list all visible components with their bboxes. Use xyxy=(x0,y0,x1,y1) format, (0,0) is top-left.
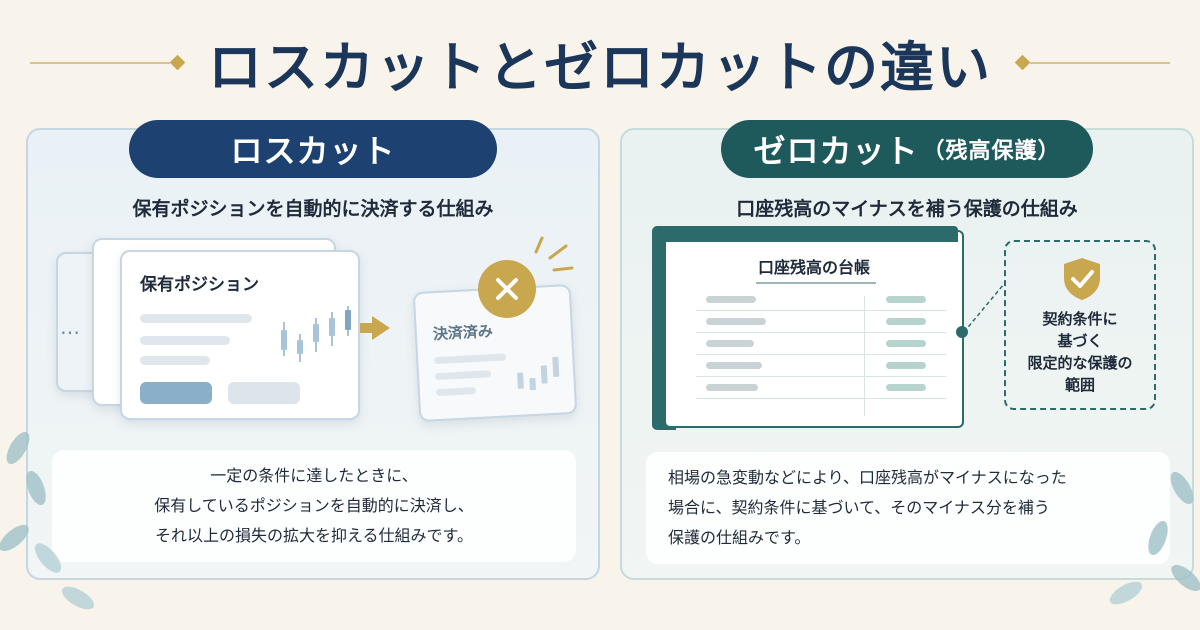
candle xyxy=(529,377,536,391)
zerocut-panel: ゼロカット （残高保護） 口座残高のマイナスを補う保護の仕組み 口座残高の台帳 xyxy=(620,120,1194,580)
ledger-row-line xyxy=(696,354,946,355)
ledger-cell xyxy=(886,362,926,369)
ellipsis-text: … xyxy=(60,315,80,339)
leaf-icon xyxy=(58,582,98,614)
diamond-ornament-left xyxy=(169,54,186,71)
description-line: 保護の仕組みです。 xyxy=(668,528,811,547)
ledger-cell xyxy=(706,296,756,303)
position-card-label: 保有ポジション xyxy=(140,275,259,295)
ledger-column-divider xyxy=(864,296,865,416)
ledger-row-line xyxy=(696,398,946,399)
burst-lines-icon xyxy=(534,236,574,272)
right-arrow-icon xyxy=(372,316,390,340)
ledger-cell xyxy=(706,362,762,369)
zerocut-subtitle: 口座残高のマイナスを補う保護の仕組み xyxy=(736,198,1078,220)
candle xyxy=(297,340,303,354)
close-icon xyxy=(478,260,536,318)
balance-ledger: 口座残高の台帳 xyxy=(658,226,964,428)
button-shape-primary xyxy=(140,382,212,404)
ledger-row-line xyxy=(696,332,946,333)
text-placeholder xyxy=(140,336,230,345)
candle xyxy=(281,330,287,350)
text-placeholder xyxy=(434,370,492,381)
candle xyxy=(552,356,560,377)
button-shape-secondary xyxy=(228,382,300,404)
zerocut-heading-main: ゼロカット xyxy=(753,132,919,170)
title-divider-right xyxy=(1030,62,1170,64)
candle xyxy=(313,324,319,342)
candle xyxy=(329,318,335,336)
zerocut-description: 相場の急変動などにより、口座残高がマイナスになった 場合に、契約条件に基づいて、… xyxy=(646,452,1170,564)
text-placeholder xyxy=(140,356,210,365)
callout-line: 限定的な保護の xyxy=(1027,354,1133,372)
losscut-subtitle: 保有ポジションを自動的に決済する仕組み xyxy=(132,198,494,220)
ledger-cell xyxy=(706,384,758,391)
description-line: 相場の急変動などにより、口座残高がマイナスになった xyxy=(668,468,1067,487)
protection-callout: 契約条件に 基づく 限定的な保護の 範囲 xyxy=(1004,240,1156,410)
ledger-row-line xyxy=(696,376,946,377)
page-title: ロスカットとゼロカットの違い xyxy=(208,34,992,99)
settled-label: 決済済み xyxy=(432,322,494,344)
ledger-cell xyxy=(886,340,926,347)
zerocut-heading: ゼロカット （残高保護） xyxy=(721,120,1093,178)
losscut-panel: ロスカット 保有ポジションを自動的に決済する仕組み … 保有ポジション 決済済み xyxy=(26,120,600,580)
title-row: ロスカットとゼロカットの違い xyxy=(0,22,1200,102)
text-placeholder xyxy=(434,353,507,365)
ledger-title: 口座残高の台帳 xyxy=(757,258,870,277)
ledger-cell xyxy=(886,296,926,303)
ledger-cell xyxy=(706,340,754,347)
text-placeholder xyxy=(140,314,252,323)
description-line: それ以上の損失の拡大を抑える仕組みです。 xyxy=(155,526,473,545)
shield-check-icon xyxy=(1064,258,1100,300)
description-line: 場合に、契約条件に基づいて、そのマイナス分を補う xyxy=(668,498,1050,517)
text-placeholder xyxy=(435,387,477,397)
candle xyxy=(517,372,524,389)
description-line: 保有しているポジションを自動的に決済し、 xyxy=(154,496,474,515)
ledger-cell xyxy=(706,318,766,325)
ledger-cell xyxy=(886,318,926,325)
position-card: 保有ポジション xyxy=(120,250,360,420)
ledger-cell xyxy=(886,384,926,391)
description-line: 一定の条件に達したときに、 xyxy=(210,466,418,485)
connector-line xyxy=(963,283,1005,333)
candle xyxy=(540,365,548,384)
ledger-row-line xyxy=(696,310,946,311)
ledger-title-underline xyxy=(756,282,876,284)
callout-line: 範囲 xyxy=(1064,376,1095,394)
callout-text: 契約条件に 基づく 限定的な保護の 範囲 xyxy=(1027,308,1132,396)
losscut-description: 一定の条件に達したときに、 保有しているポジションを自動的に決済し、 それ以上の… xyxy=(52,450,576,562)
connector-dot xyxy=(956,326,968,338)
title-divider-left xyxy=(30,62,170,64)
callout-line: 基づく xyxy=(1057,332,1103,350)
zerocut-heading-sub: （残高保護） xyxy=(922,138,1061,164)
callout-line: 契約条件に xyxy=(1042,310,1118,328)
candle xyxy=(345,310,351,330)
leaf-icon xyxy=(1106,577,1146,609)
ledger-cover-top xyxy=(658,226,958,242)
diamond-ornament-right xyxy=(1014,54,1031,71)
arrow-shaft xyxy=(360,323,374,333)
losscut-heading: ロスカット xyxy=(129,120,497,178)
